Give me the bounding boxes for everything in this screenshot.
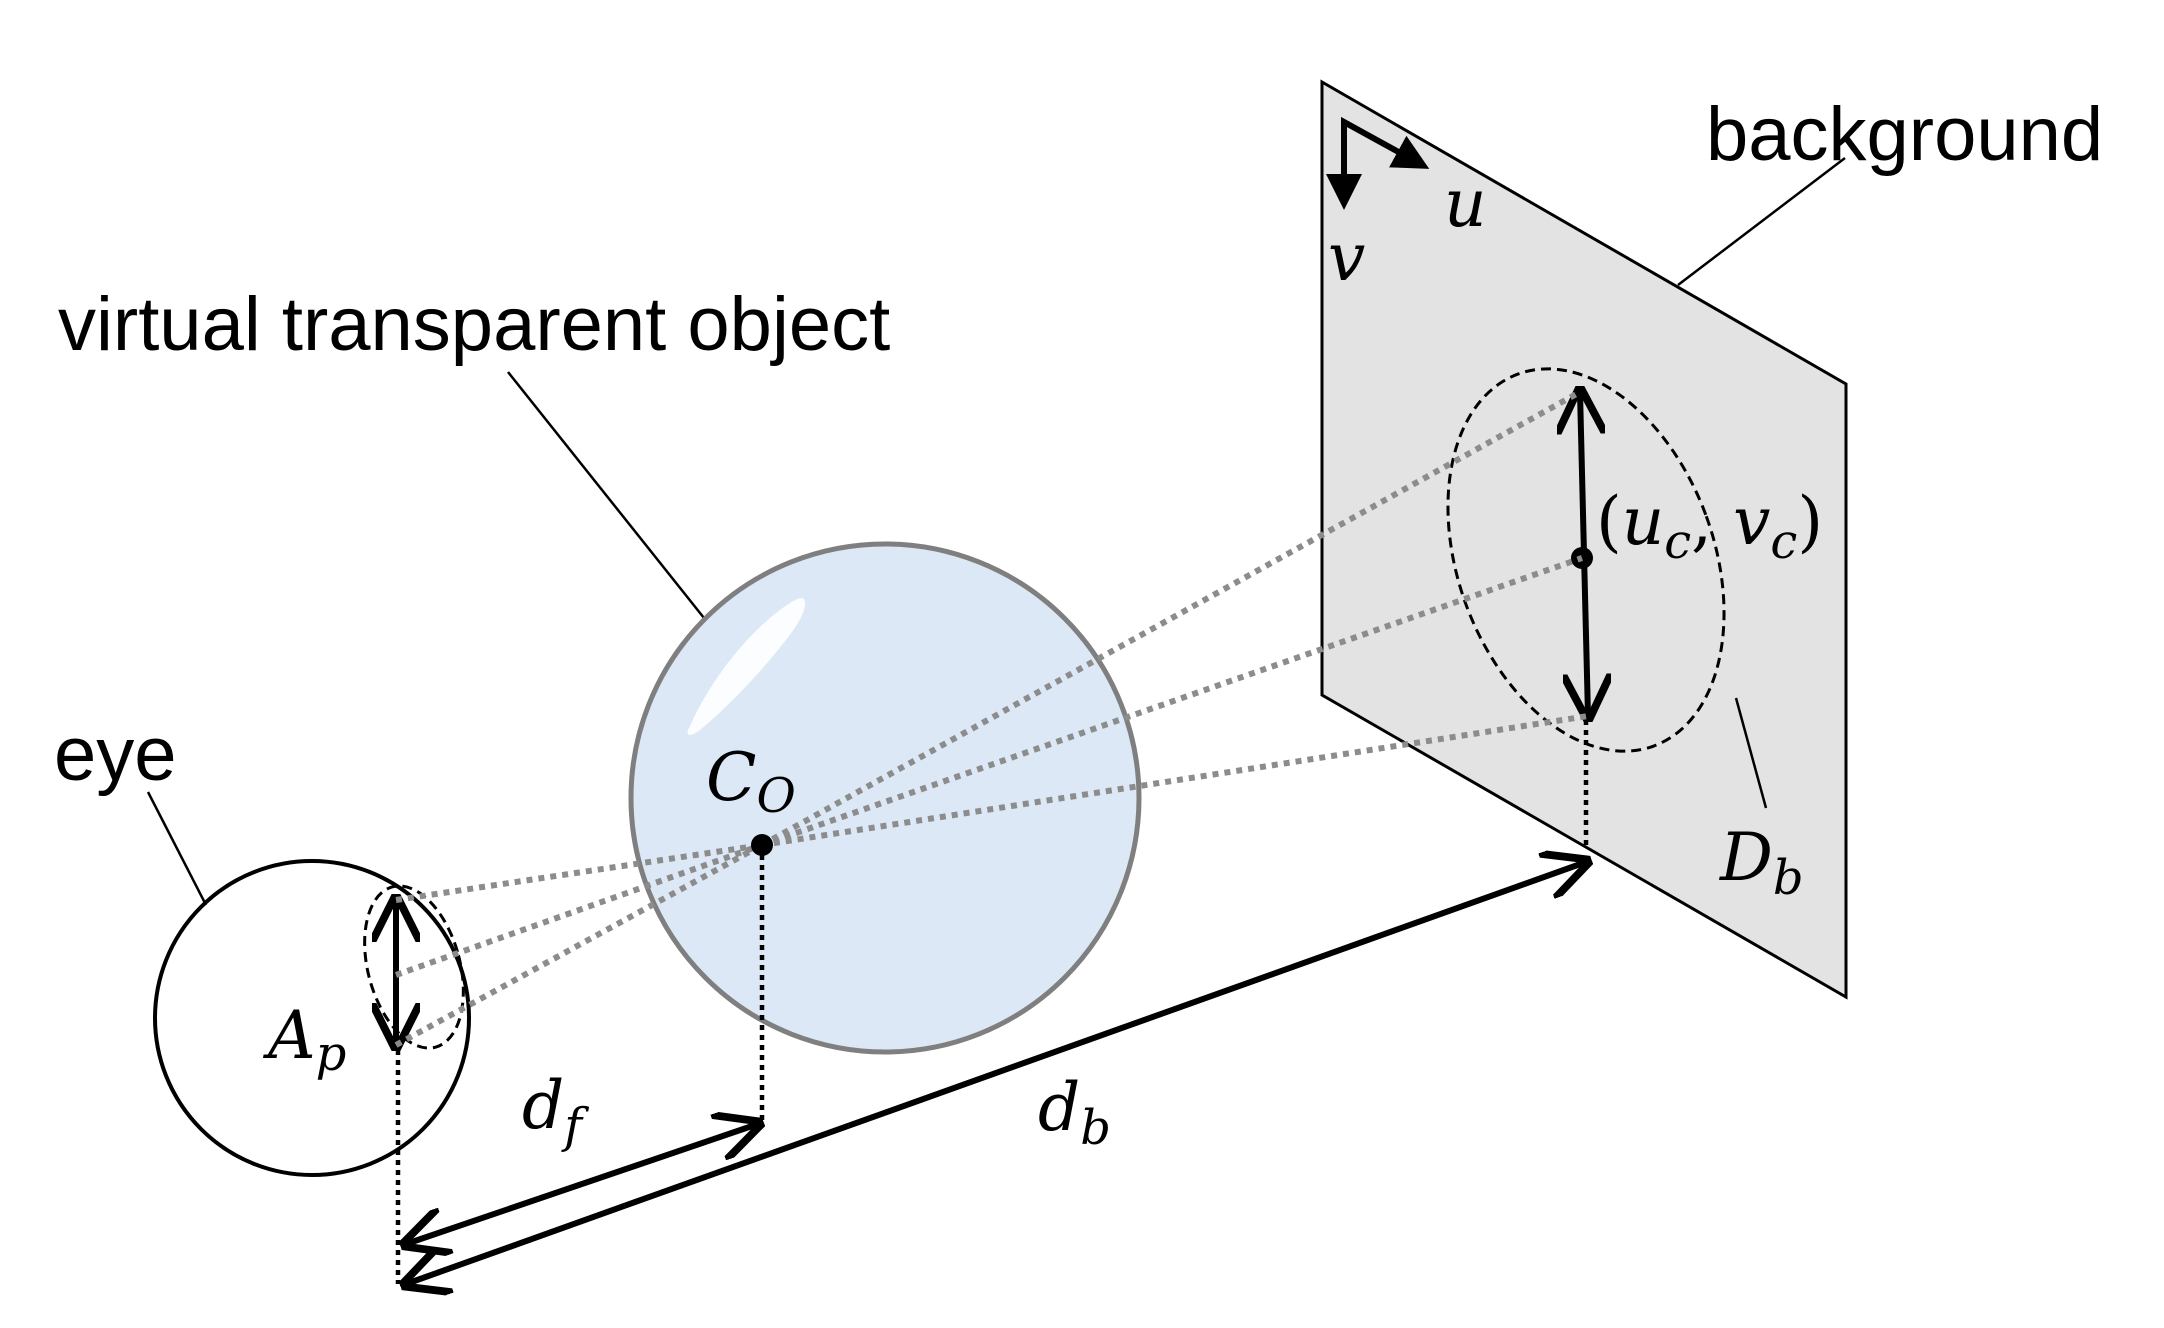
focus-distance-label: df xyxy=(522,1067,589,1154)
object-center-label: CO xyxy=(706,739,796,824)
aperture-label: Ap xyxy=(262,997,346,1082)
blur-diameter-leader-line xyxy=(1734,697,1768,809)
blur-diameter-label: Db xyxy=(1719,819,1804,906)
blur-circle-ellipse xyxy=(1446,367,1726,753)
eye-leader-line xyxy=(146,791,208,906)
object-center-point xyxy=(751,834,773,856)
center-coordinate-label: (uc, vc) xyxy=(1596,483,1823,570)
u-axis-label: u xyxy=(1444,165,1487,242)
background-distance-label: db xyxy=(1038,1069,1111,1156)
background-plane: u v xyxy=(1320,79,1848,1000)
eye xyxy=(153,859,471,1177)
eye-label: eye xyxy=(54,712,177,797)
object-label: virtual transparent object xyxy=(58,282,890,367)
uv-axes-icon xyxy=(1326,116,1430,210)
background-distance-arrow xyxy=(406,862,1586,1284)
sphere-highlight xyxy=(687,598,806,735)
background-leader-line xyxy=(1677,157,1846,286)
object-leader-line xyxy=(507,371,705,619)
background-label: background xyxy=(1706,92,2103,177)
v-axis-label: v xyxy=(1328,219,1365,296)
